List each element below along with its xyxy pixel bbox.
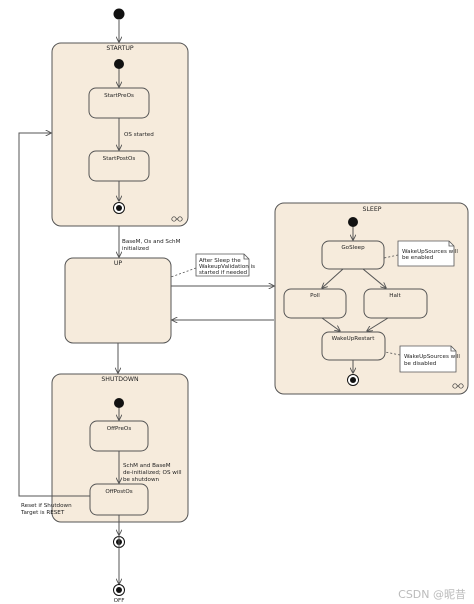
shutdown-title: SHUTDOWN: [101, 376, 139, 383]
edge-gosleep-to-halt: [362, 268, 386, 288]
note-after-sleep-line1: After Sleep the: [199, 258, 241, 264]
note-after-sleep-line3: started if needed: [199, 270, 248, 276]
startup-initial-node: [114, 59, 124, 69]
state-start-pre-os: StartPreOs: [88, 87, 150, 119]
state-halt: Halt: [363, 288, 428, 319]
note-wakeup-disabled-line1: WakeUpSources will: [404, 354, 460, 360]
note-wakeup-enabled-line2: be enabled: [402, 255, 434, 261]
watermark: CSDN @昵昔: [398, 588, 466, 601]
note-wakeup-disabled-line2: be disabled: [404, 361, 437, 367]
reset-label-2: Target is RESET: [20, 510, 65, 516]
wakeup-restart-label: WakeUpRestart: [332, 336, 376, 342]
state-wakeup-restart: WakeUpRestart: [321, 331, 386, 361]
state-startup: STARTUP: [51, 42, 189, 227]
state-poll: Poll: [283, 288, 347, 319]
start-pre-os-label: StartPreOs: [104, 93, 134, 99]
schm-deinit-label-2: de-initialized; OS will: [123, 470, 182, 476]
startup-title: STARTUP: [106, 45, 134, 52]
sleep-initial-node: [348, 217, 358, 227]
edge-halt-to-wakeuprestart: [367, 317, 389, 331]
composite-icon: [452, 383, 464, 389]
note-wakeup-disabled: WakeUpSources will be disabled: [399, 345, 460, 373]
off-post-os-label: OffPostOs: [105, 489, 132, 495]
state-start-post-os: StartPostOs: [88, 150, 150, 182]
state-off-pre-os: OffPreOs: [89, 420, 149, 452]
schm-deinit-label-3: be shutdown: [123, 477, 160, 483]
basem-initialized-label-1: BaseM, Os and SchM: [122, 239, 181, 245]
startup-final-node: [113, 202, 125, 214]
note-after-sleep-line2: WakeupValidation is: [199, 264, 255, 270]
poll-label: Poll: [310, 293, 320, 299]
state-go-sleep: GoSleep: [321, 240, 385, 270]
start-post-os-label: StartPostOs: [103, 156, 136, 162]
note-wakeup-enabled: WakeUpSources will be enabled: [397, 240, 458, 267]
off-label: OFF: [114, 598, 125, 604]
reset-label-1: Reset if Shutdown: [21, 503, 72, 509]
halt-label: Halt: [389, 293, 401, 299]
sleep-title: SLEEP: [363, 206, 382, 213]
state-off-post-os: OffPostOs: [89, 483, 149, 516]
state-up: UP: [64, 257, 172, 344]
note-wakeup-disabled-connector: [384, 351, 401, 356]
basem-initialized-label-2: initialized: [122, 246, 149, 252]
go-sleep-label: GoSleep: [341, 245, 365, 251]
sleep-final-node: [347, 374, 359, 386]
shutdown-initial-node: [114, 398, 124, 408]
off-pre-os-label: OffPreOs: [107, 426, 132, 432]
edge-reset-loop: [18, 133, 90, 497]
note-after-sleep: After Sleep the WakeupValidation is star…: [195, 253, 255, 277]
schm-deinit-label-1: SchM and BaseM: [123, 463, 171, 469]
initial-node: [113, 8, 125, 20]
edge-poll-to-wakeuprestart: [321, 317, 340, 331]
note-after-sleep-connector: [170, 267, 197, 278]
note-wakeup-enabled-line1: WakeUpSources will: [402, 249, 458, 255]
composite-icon: [171, 216, 183, 222]
up-title: UP: [114, 260, 123, 267]
edge-gosleep-to-poll: [322, 268, 344, 288]
off-final-node: [113, 584, 125, 596]
os-started-label: OS started: [124, 132, 154, 138]
